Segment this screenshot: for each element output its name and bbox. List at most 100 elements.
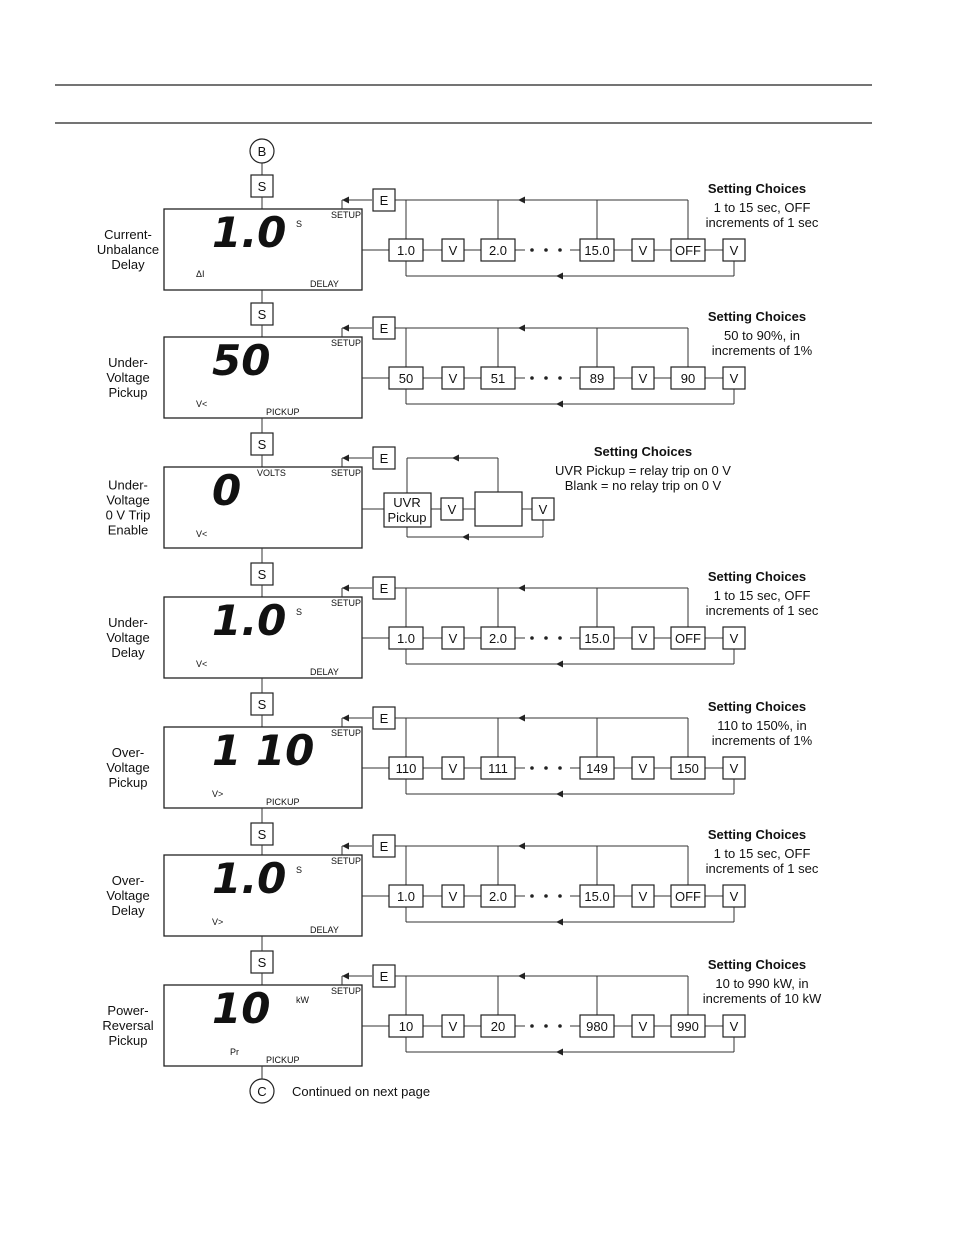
step-3-s-button[interactable]: S bbox=[250, 432, 274, 456]
option-1[interactable]: 1.0 bbox=[388, 884, 424, 908]
option-4[interactable]: 90 bbox=[670, 366, 706, 390]
mode-indicator: DELAY bbox=[310, 279, 339, 289]
v-button[interactable]: V bbox=[441, 366, 465, 390]
option-4[interactable]: OFF bbox=[670, 884, 706, 908]
option-3[interactable]: 149 bbox=[579, 756, 615, 780]
option-outline bbox=[579, 626, 615, 650]
ellipsis-dot bbox=[530, 248, 534, 252]
option-4[interactable]: 150 bbox=[670, 756, 706, 780]
v-button[interactable]: V bbox=[440, 497, 464, 521]
step-7-e-button[interactable]: E bbox=[372, 964, 396, 988]
step-6-e-button[interactable]: E bbox=[372, 834, 396, 858]
choices-line: increments of 1% bbox=[712, 733, 813, 748]
v-button[interactable]: V bbox=[441, 1014, 465, 1038]
v-button-outline bbox=[441, 1014, 465, 1038]
option-2[interactable]: 51 bbox=[480, 366, 516, 390]
v-button-outline bbox=[631, 626, 655, 650]
v-button[interactable]: V bbox=[722, 1014, 746, 1038]
option-2[interactable]: 20 bbox=[480, 1014, 516, 1038]
option-1[interactable]: 110 bbox=[388, 756, 424, 780]
v-button[interactable]: V bbox=[722, 756, 746, 780]
option-3[interactable]: 15.0 bbox=[579, 238, 615, 262]
option-2[interactable]: 111 bbox=[480, 756, 516, 780]
v-button[interactable]: V bbox=[631, 884, 655, 908]
option-3[interactable]: 15.0 bbox=[579, 626, 615, 650]
step-3-label-line: Under- bbox=[108, 478, 148, 493]
step-7-s-button[interactable]: S bbox=[250, 950, 274, 974]
step-4-e-button[interactable]: E bbox=[372, 576, 396, 600]
option-3[interactable]: 89 bbox=[579, 366, 615, 390]
step-5-e-button[interactable]: E bbox=[372, 706, 396, 730]
step-4-s-button[interactable]: S bbox=[250, 562, 274, 586]
v-button[interactable]: V bbox=[631, 626, 655, 650]
step-1-e-button[interactable]: E bbox=[372, 188, 396, 212]
step-1-s-button[interactable]: S bbox=[250, 174, 274, 198]
mode-indicator: DELAY bbox=[310, 667, 339, 677]
v-button[interactable]: V bbox=[441, 238, 465, 262]
return-arrow bbox=[556, 1048, 563, 1056]
step-1-s-button-label: S bbox=[258, 179, 267, 194]
option-2[interactable]: 2.0 bbox=[480, 238, 516, 262]
v-button[interactable]: V bbox=[631, 366, 655, 390]
v-button[interactable]: V bbox=[631, 756, 655, 780]
top-rail-arrow bbox=[518, 972, 525, 980]
v-button-label: V bbox=[639, 761, 648, 776]
unit-indicator: S bbox=[296, 219, 302, 229]
step-2-s-button[interactable]: S bbox=[250, 302, 274, 326]
v-button[interactable]: V bbox=[722, 884, 746, 908]
choices-line: UVR Pickup = relay trip on 0 V bbox=[555, 463, 731, 478]
step-2-e-button[interactable]: E bbox=[372, 316, 396, 340]
step-3-e-button[interactable]: E bbox=[372, 446, 396, 470]
option-value: OFF bbox=[675, 243, 701, 258]
option-2[interactable] bbox=[474, 491, 523, 527]
choices-line: 110 to 150%, in bbox=[717, 718, 806, 733]
option-1[interactable]: 1.0 bbox=[388, 238, 424, 262]
v-button[interactable]: V bbox=[722, 366, 746, 390]
continued-note: Continued on next page bbox=[292, 1084, 430, 1099]
return-arrow bbox=[556, 790, 563, 798]
choices-line: increments of 10 kW bbox=[703, 991, 822, 1006]
v-button[interactable]: V bbox=[441, 756, 465, 780]
option-outline bbox=[670, 756, 706, 780]
ellipsis-dot bbox=[558, 894, 562, 898]
v-button[interactable]: V bbox=[722, 238, 746, 262]
option-4[interactable]: OFF bbox=[670, 626, 706, 650]
option-1[interactable]: 1.0 bbox=[388, 626, 424, 650]
option-3[interactable]: 980 bbox=[579, 1014, 615, 1038]
return-arrow bbox=[556, 272, 563, 280]
v-button[interactable]: V bbox=[441, 626, 465, 650]
ellipsis-dot bbox=[558, 766, 562, 770]
option-4[interactable]: OFF bbox=[670, 238, 706, 262]
option-outline bbox=[480, 884, 516, 908]
v-button[interactable]: V bbox=[722, 626, 746, 650]
option-value: 150 bbox=[677, 761, 699, 776]
enter-arrow bbox=[342, 972, 349, 980]
display-value: 1.0 bbox=[212, 596, 286, 645]
display-value: 1.0 bbox=[212, 208, 286, 257]
step-6-s-button[interactable]: S bbox=[250, 822, 274, 846]
v-button-label: V bbox=[449, 631, 458, 646]
option-1[interactable]: 10 bbox=[388, 1014, 424, 1038]
display-frame bbox=[163, 596, 363, 679]
v-button[interactable]: V bbox=[441, 884, 465, 908]
option-4[interactable]: 990 bbox=[670, 1014, 706, 1038]
option-2[interactable]: 2.0 bbox=[480, 884, 516, 908]
return-arrow bbox=[556, 660, 563, 668]
unit-indicator: S bbox=[296, 607, 302, 617]
v-button[interactable]: V bbox=[631, 238, 655, 262]
option-outline bbox=[579, 884, 615, 908]
step-7-label-line: Reversal bbox=[102, 1018, 153, 1033]
option-3[interactable]: 15.0 bbox=[579, 884, 615, 908]
option-2[interactable]: 2.0 bbox=[480, 626, 516, 650]
option-1[interactable]: 50 bbox=[388, 366, 424, 390]
v-button[interactable]: V bbox=[631, 1014, 655, 1038]
option-value: 1.0 bbox=[397, 889, 415, 904]
step-4-e-button-label: E bbox=[380, 581, 389, 596]
v-button[interactable]: V bbox=[531, 497, 555, 521]
enter-arrow bbox=[342, 324, 349, 332]
ellipsis-dot bbox=[530, 376, 534, 380]
step-5-s-button[interactable]: S bbox=[250, 692, 274, 716]
